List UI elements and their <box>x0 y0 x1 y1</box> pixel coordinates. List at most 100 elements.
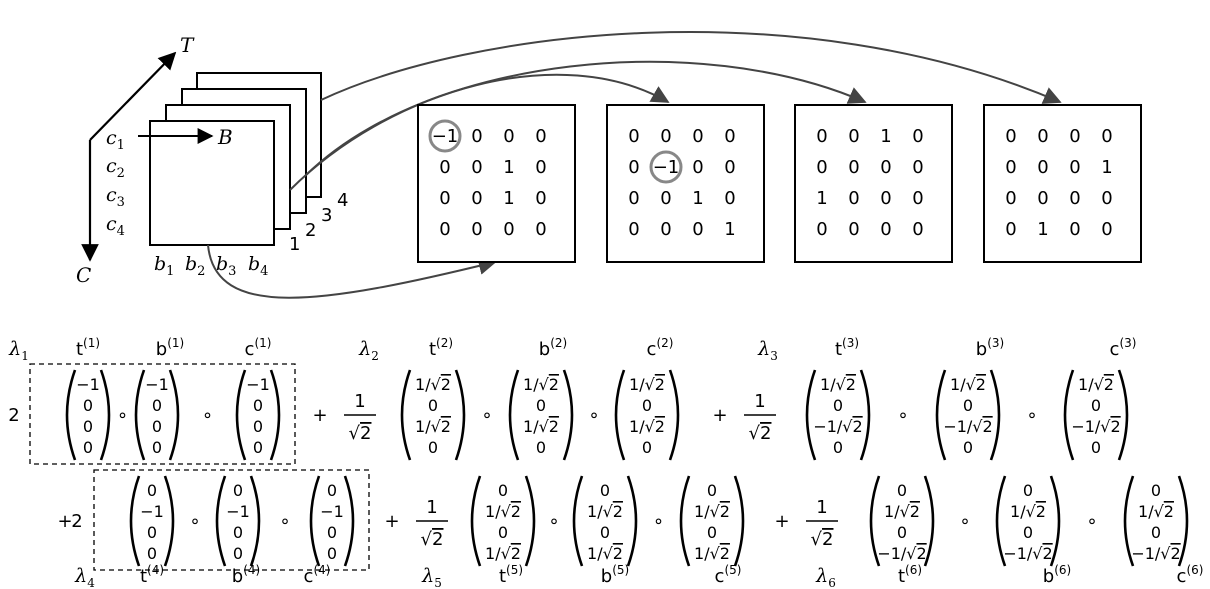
matrix-cell: 0 <box>471 188 482 209</box>
vector-entry: 0 <box>253 417 263 436</box>
matrix-cell: 0 <box>1005 126 1016 147</box>
matrix-box <box>983 104 1142 263</box>
left-paren <box>679 475 691 567</box>
right-paren <box>343 475 355 567</box>
matrix-cell: 0 <box>848 126 859 147</box>
vector-entry: −1/√2 <box>877 544 926 563</box>
factor-label: c(1) <box>245 336 272 360</box>
plus-sign: + <box>57 511 72 532</box>
matrix-cell: 0 <box>471 219 482 240</box>
factor-label: c(5) <box>715 563 742 587</box>
matrix-cell: 0 <box>1005 188 1016 209</box>
column-vector: 1/√201/√20 <box>508 369 574 461</box>
vector-entry: −1 <box>140 502 164 521</box>
matrix-cell: 0 <box>724 126 735 147</box>
matrix-cell: 1 <box>724 219 735 240</box>
left-paren <box>65 369 77 461</box>
vector-entry: 0 <box>1091 396 1101 415</box>
highlight-circle <box>649 150 683 184</box>
slice-1-face <box>149 120 275 246</box>
left-paren <box>508 369 520 461</box>
vector-entry: 0 <box>83 417 93 436</box>
matrix-cell: 0 <box>724 188 735 209</box>
right-paren <box>99 369 111 461</box>
factor-label: c(4) <box>304 563 331 587</box>
factor-label: c(3) <box>1110 336 1137 360</box>
dashed-box <box>93 469 370 571</box>
left-paren <box>614 369 626 461</box>
matrix-cell: 0 <box>816 219 827 240</box>
row-label: c3 <box>106 184 125 210</box>
column-vector: 1/√20−1/√20 <box>935 369 1001 461</box>
outer-product-symbol: ∘ <box>202 405 213 426</box>
matrix-cell: 0 <box>1069 126 1080 147</box>
matrix-cell: 0 <box>848 157 859 178</box>
column-vector: 01/√201/√2 <box>679 475 745 567</box>
matrix-cell: 0 <box>692 126 703 147</box>
left-paren <box>134 369 146 461</box>
matrix-cell: 0 <box>1037 126 1048 147</box>
plus-sign: + <box>312 405 327 426</box>
factor-label: b(1) <box>156 336 184 360</box>
matrix-cell: 1 <box>503 188 514 209</box>
coefficient-denominator: √2 <box>421 529 444 550</box>
matrix-cell: 0 <box>848 219 859 240</box>
right-paren <box>524 475 536 567</box>
c-axis-label: C <box>76 263 91 287</box>
factor-label: t(4) <box>140 563 164 587</box>
matrix-cell: −1 <box>432 126 459 147</box>
matrix-cell: 0 <box>1037 188 1048 209</box>
matrix-cell: 1 <box>1101 157 1112 178</box>
vector-entry: 0 <box>147 544 157 563</box>
left-paren <box>215 475 227 567</box>
slice-label: 2 <box>305 220 316 241</box>
vector-entry: 1/√2 <box>415 375 451 394</box>
factor-label: c(2) <box>647 336 674 360</box>
lambda-label: λ2 <box>358 338 379 363</box>
right-paren <box>626 475 638 567</box>
vector-entry: −1 <box>226 502 250 521</box>
vector-entry: 0 <box>152 438 162 457</box>
matrix-cell: 0 <box>1069 219 1080 240</box>
col-labels: b1 b2 b3 b4 <box>154 253 268 279</box>
matrix-cell: 0 <box>1005 219 1016 240</box>
lambda-label: λ1 <box>8 338 29 363</box>
right-paren <box>249 475 261 567</box>
slice-label: 4 <box>337 190 348 211</box>
vector-entry: −1/√2 <box>1131 544 1180 563</box>
b-axis-label: B <box>217 125 233 149</box>
column-vector: 1/√201/√20 <box>614 369 680 461</box>
factor-label: b(3) <box>976 336 1004 360</box>
right-paren <box>454 369 466 461</box>
matrix-cell: 0 <box>848 188 859 209</box>
plus-sign: + <box>384 511 399 532</box>
matrix-cell: 0 <box>1005 157 1016 178</box>
lambda-label: λ4 <box>74 565 95 589</box>
matrix-cell: 0 <box>1069 157 1080 178</box>
matrix-cell: 0 <box>692 219 703 240</box>
vector-entry: 0 <box>428 438 438 457</box>
matrix-cell: 0 <box>628 126 639 147</box>
column-vector: 1/√201/√20 <box>400 369 466 461</box>
right-paren <box>668 369 680 461</box>
plus-sign: + <box>774 511 789 532</box>
vector-entry: 0 <box>327 523 337 542</box>
vector-entry: 0 <box>233 523 243 542</box>
matrix-cell: −1 <box>653 157 680 178</box>
matrix-cell: 1 <box>880 126 891 147</box>
matrix-cell: 0 <box>880 219 891 240</box>
coefficient-denominator: √2 <box>749 423 772 444</box>
left-paren <box>1063 369 1075 461</box>
tensor-cube: T C B c1 c2 c3 c4 b1 b2 b3 b4 1 2 3 <box>76 33 348 287</box>
vector-entry: 0 <box>642 438 652 457</box>
factor-label: b(6) <box>1043 563 1071 587</box>
left-paren <box>129 475 141 567</box>
factor-label: b(2) <box>539 336 567 360</box>
